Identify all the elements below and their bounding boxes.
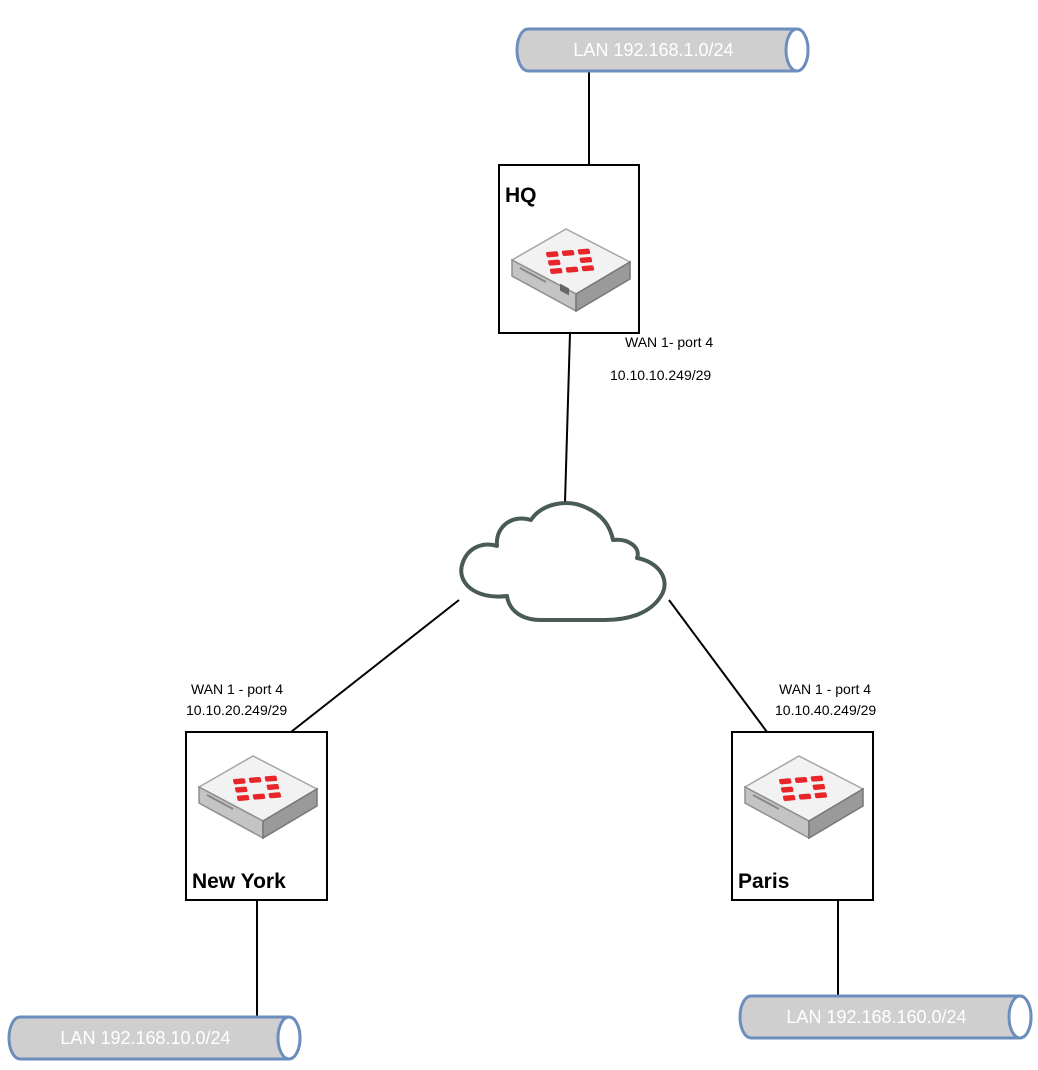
- lan-paris: LAN 192.168.160.0/24: [737, 994, 1034, 1040]
- lan-hq-label: LAN 192.168.1.0/24: [573, 39, 734, 60]
- fortigate-firewall-icon: [743, 751, 865, 846]
- site-hq: HQ: [498, 164, 640, 334]
- lan-hq: LAN 192.168.1.0/24: [514, 27, 811, 73]
- fortigate-firewall-icon: [510, 224, 632, 319]
- internet-cloud-icon: [455, 496, 675, 641]
- paris-wan-ip-label: 10.10.40.249/29: [775, 702, 877, 718]
- site-hq-title: HQ: [505, 184, 537, 207]
- site-paris: Paris: [731, 731, 874, 901]
- paris-wan-port-label: WAN 1 - port 4: [779, 681, 872, 697]
- lan-segment-icon: [515, 27, 810, 73]
- site-new-york: New York: [185, 731, 328, 901]
- site-paris-title: Paris: [738, 870, 790, 893]
- lan-new-york: LAN 192.168.10.0/24: [6, 1015, 303, 1061]
- fortigate-firewall-icon: [197, 751, 319, 846]
- lan-new-york-label: LAN 192.168.10.0/24: [60, 1027, 231, 1048]
- ny-wan-ip-label: 10.10.20.249/29: [186, 702, 288, 718]
- ny-wan-link: [290, 599, 460, 733]
- hq-wan-link: [564, 332, 571, 503]
- ny-wan-port-label: WAN 1 - port 4: [191, 681, 284, 697]
- hq-wan-port-label: WAN 1- port 4: [625, 334, 714, 350]
- lan-segment-icon: [7, 1015, 302, 1061]
- lan-paris-label: LAN 192.168.160.0/24: [786, 1006, 967, 1027]
- lan-segment-icon: [738, 994, 1033, 1040]
- hq-wan-ip-label: 10.10.10.249/29: [610, 367, 712, 383]
- paris-wan-link: [668, 599, 768, 733]
- site-new-york-title: New York: [192, 870, 286, 893]
